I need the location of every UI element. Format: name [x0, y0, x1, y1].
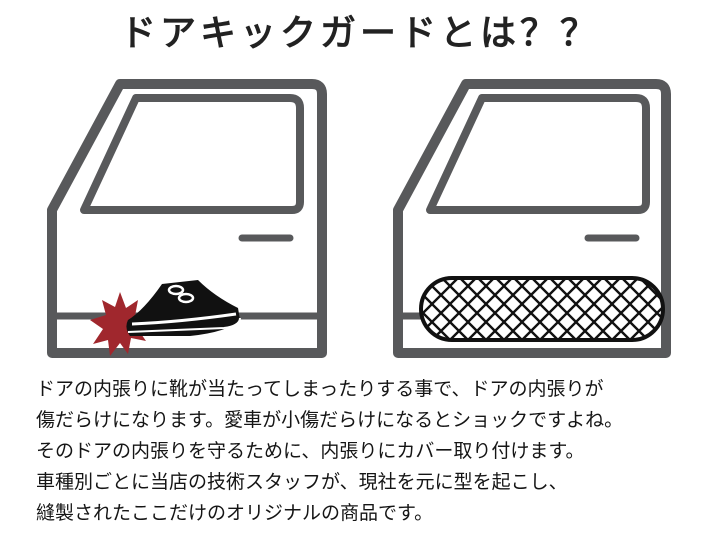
description-line: 車種別ごとに当店の技術スタッフが、現社を元に型を起こし、 — [36, 471, 568, 493]
page-title: ドアキックガードとは？？ — [119, 13, 600, 54]
description-line: 傷だらけになります。愛車が小傷だらけになるとショックですよね。 — [36, 409, 624, 431]
illustration — [47, 79, 671, 358]
description-line: 縫製されたここだけのオリジナルの商品です。 — [36, 502, 434, 524]
description-line: そのドアの内張りを守るために、内張りにカバー取り付けます。 — [36, 440, 585, 462]
description: ドアの内張りに靴が当たってしまったりする事で、ドアの内張りが 傷だらけになります… — [36, 374, 716, 529]
kick-guard-mesh-icon — [419, 276, 665, 342]
impact-burst-icon — [90, 292, 150, 356]
description-line: ドアの内張りに靴が当たってしまったりする事で、ドアの内張りが — [36, 378, 604, 400]
shoe-icon — [126, 280, 241, 336]
